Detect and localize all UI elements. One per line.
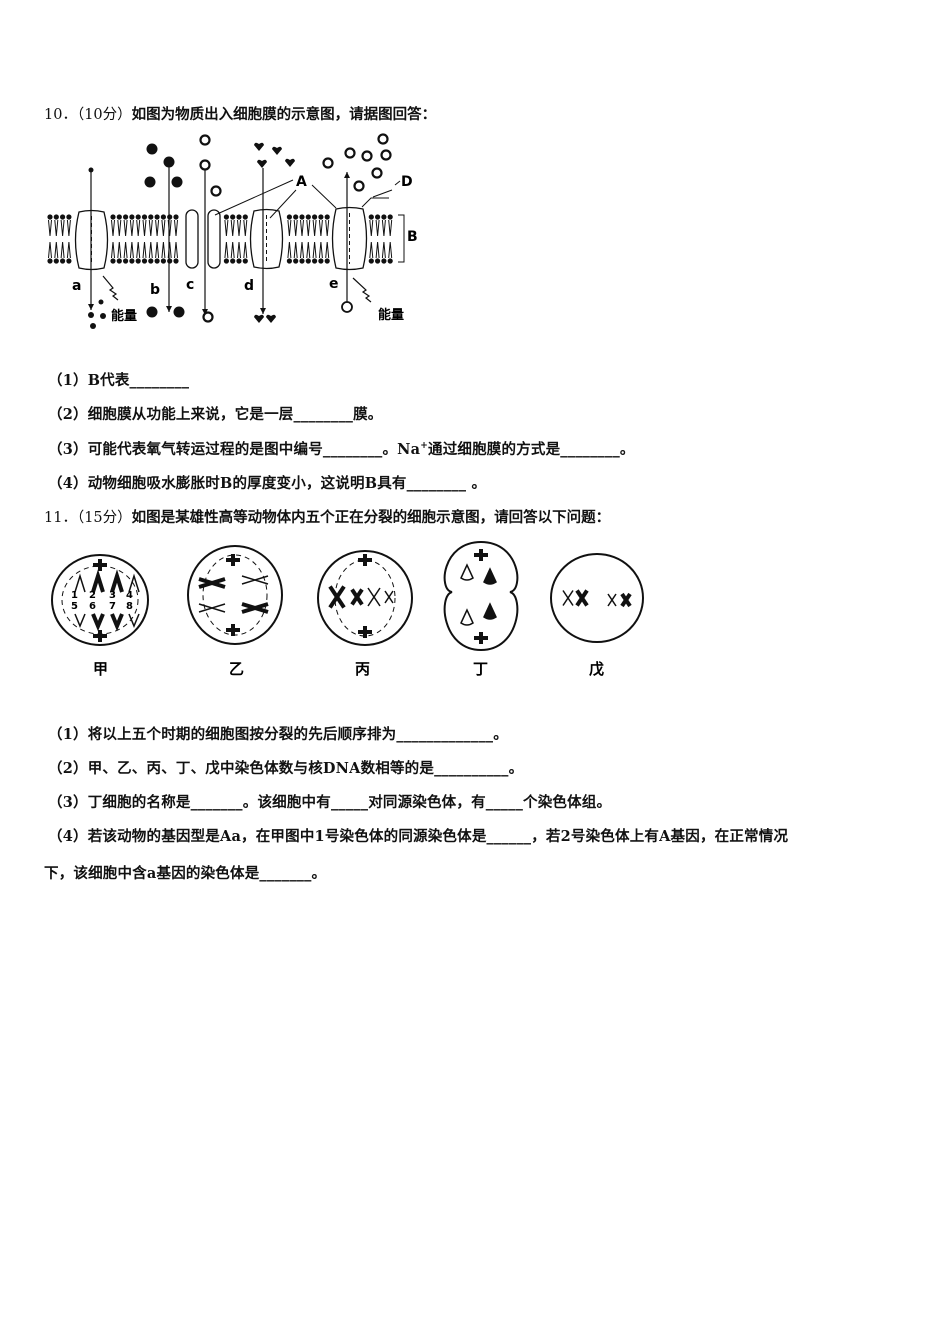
chromosome-number: 2 <box>89 590 96 601</box>
question-score: （15分） <box>76 510 132 526</box>
question-11-header: 11．（15分）如图是某雄性高等动物体内五个正在分裂的细胞示意图，请回答以下问题… <box>44 506 610 527</box>
q10-sub-3-text: （3）可能代表氧气转运过程的是图中编号________。Na <box>48 441 421 458</box>
cell-label-bing: 丙 <box>355 660 370 678</box>
cell-label-jia: 甲 <box>93 660 108 678</box>
chromosome-number: 6 <box>89 601 96 612</box>
q11-sub-4-cont: 下，该细胞中含a基因的染色体是_______。 <box>44 865 327 882</box>
question-score: （10分） <box>76 107 132 123</box>
label-energy-a: 能量 <box>111 308 137 324</box>
label-b: b <box>150 282 160 298</box>
cell-label-yi: 乙 <box>229 660 244 678</box>
q10-sub-4: （4）动物细胞吸水膨胀时B的厚度变小，这说明B具有________ 。 <box>48 475 487 492</box>
q11-sub-3: （3）丁细胞的名称是_______。该细胞中有_____对同源染色体，有____… <box>48 794 612 811</box>
cell-labels: 甲 乙 丙 丁 戊 <box>93 660 604 678</box>
question-10-header: 10．（10分）如图为物质出入细胞膜的示意图，请据图回答： <box>44 103 436 124</box>
cell-division-diagrams <box>51 540 644 652</box>
question-number: 11． <box>44 510 77 526</box>
chromosome-number: 4 <box>126 590 133 601</box>
membrane-labels: a b c d e A B D 能量 能量 <box>72 174 418 324</box>
label-A: A <box>296 174 307 190</box>
chromosome-number: 1 <box>71 590 78 601</box>
label-c: c <box>186 277 194 293</box>
q10-sub-3-tail: 通过细胞膜的方式是________。 <box>428 441 635 458</box>
label-energy-e: 能量 <box>378 307 404 323</box>
q11-sub-4: （4）若该动物的基因型是Aa，在甲图中1号染色体的同源染色体是______，若2… <box>48 828 789 845</box>
superscript-plus: + <box>420 441 428 452</box>
cell-label-wu: 戊 <box>589 660 604 678</box>
question-stem: 如图是某雄性高等动物体内五个正在分裂的细胞示意图，请回答以下问题： <box>131 509 611 526</box>
cell-membrane-diagram <box>47 133 405 329</box>
chromosome-number: 8 <box>126 601 133 612</box>
label-a: a <box>72 278 81 294</box>
cell-label-ding: 丁 <box>473 660 488 678</box>
label-B: B <box>407 229 418 245</box>
q10-sub-3: （3）可能代表氧气转运过程的是图中编号________。Na+通过细胞膜的方式是… <box>48 438 635 459</box>
q10-sub-1: （1）B代表________ <box>48 372 190 389</box>
chromosome-numbers: 1 2 3 4 5 6 7 8 <box>71 590 133 612</box>
question-stem: 如图为物质出入细胞膜的示意图，请据图回答： <box>131 106 437 123</box>
label-D: D <box>401 174 413 190</box>
chromosome-number: 7 <box>109 601 116 612</box>
chromosome-number: 5 <box>71 601 78 612</box>
q10-sub-2: （2）细胞膜从功能上来说，它是一层________膜。 <box>48 406 383 423</box>
chromosome-number: 3 <box>109 590 116 601</box>
label-e: e <box>329 276 339 292</box>
q11-sub-1: （1）将以上五个时期的细胞图按分裂的先后顺序排为_____________。 <box>48 726 508 743</box>
question-number: 10． <box>44 107 77 123</box>
q11-sub-2: （2）甲、乙、丙、丁、戊中染色体数与核DNA数相等的是__________。 <box>48 760 524 777</box>
label-d: d <box>244 278 254 294</box>
